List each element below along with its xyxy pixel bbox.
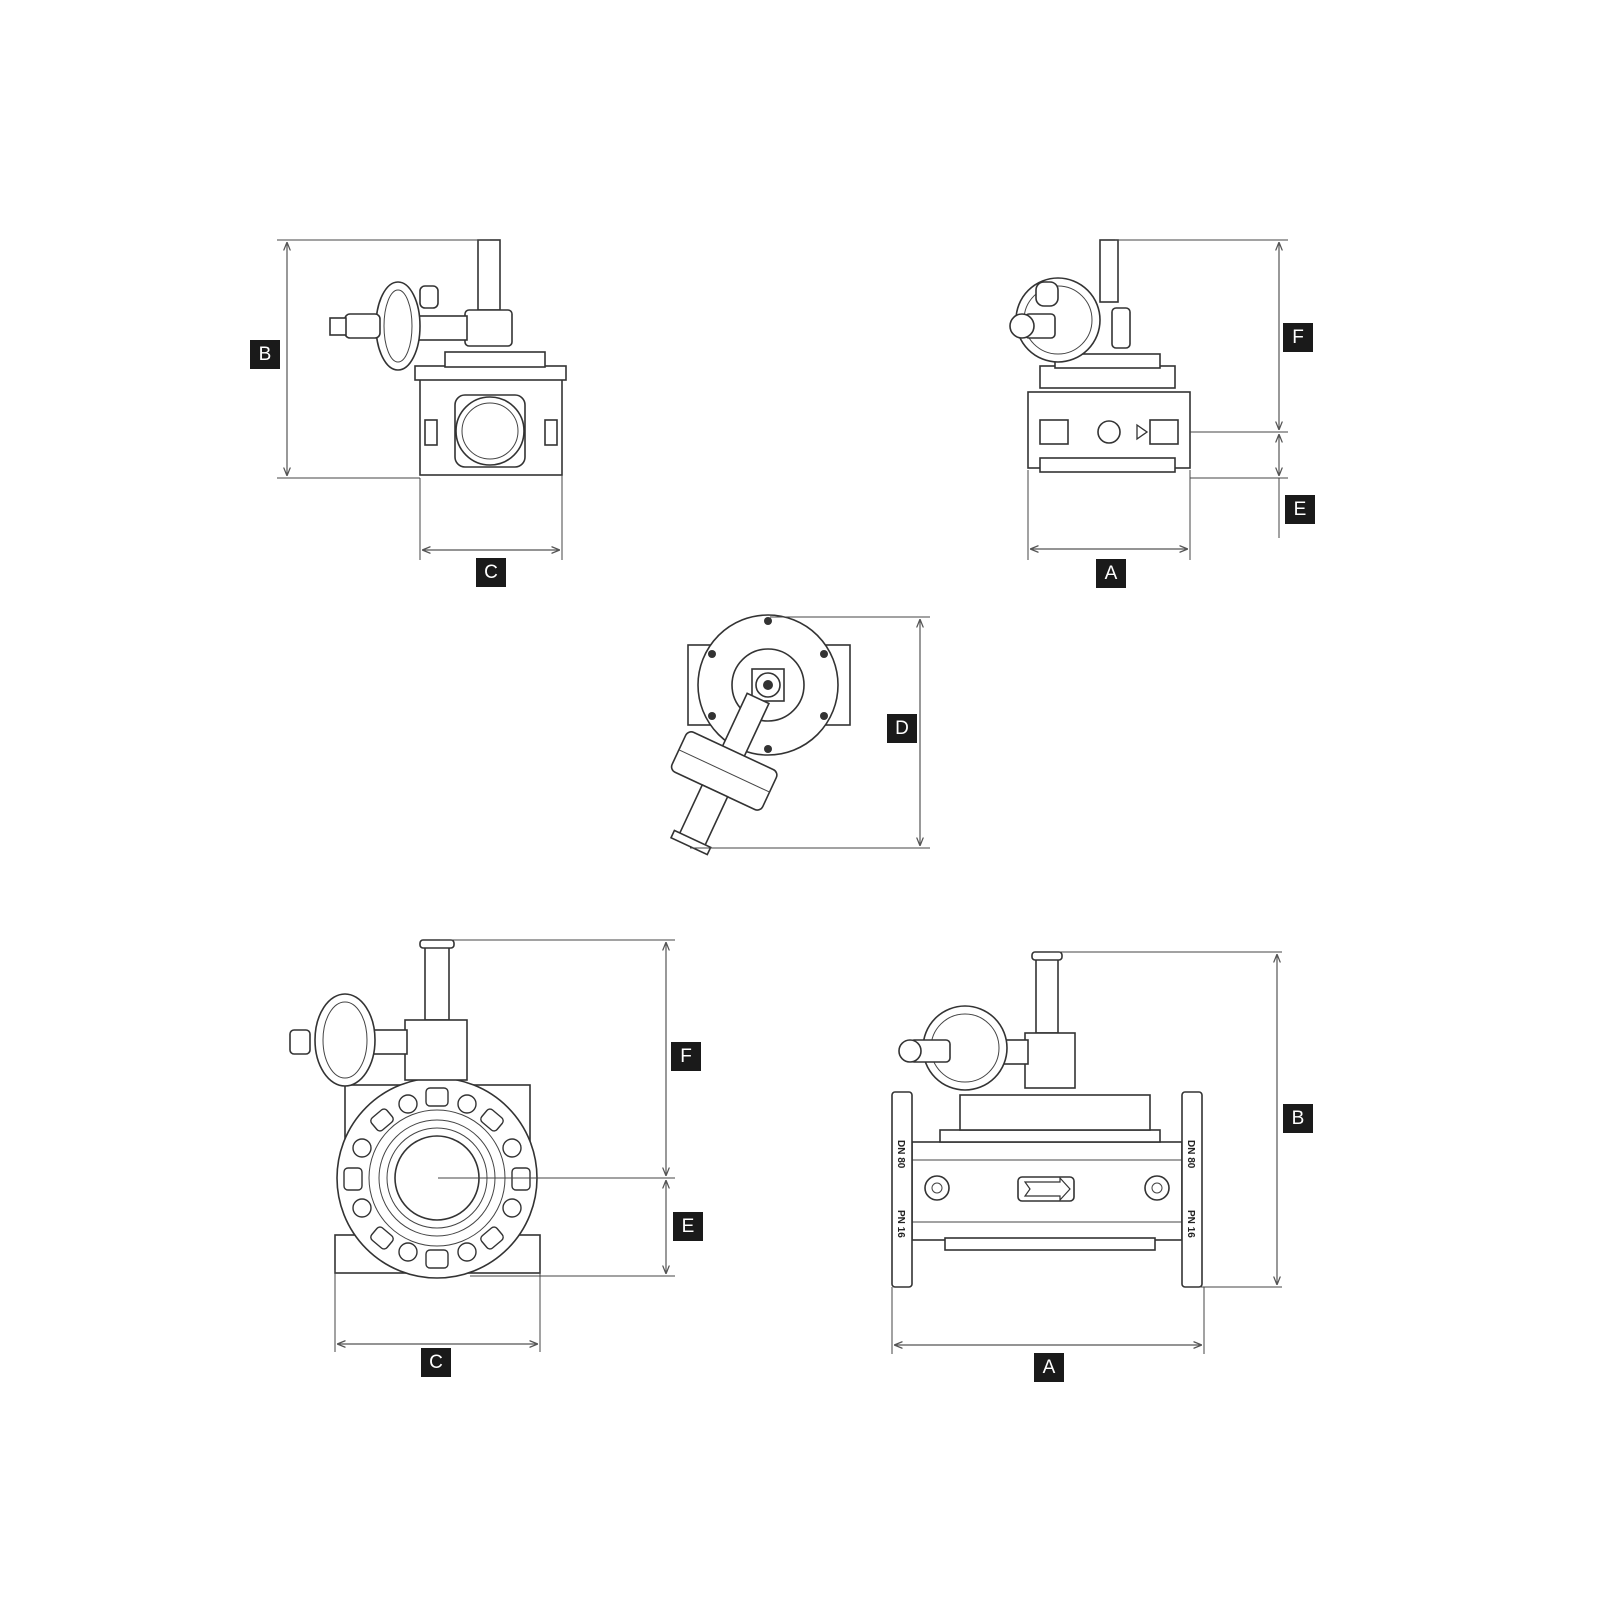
dimension-lines-bottom-right xyxy=(891,951,1282,1354)
flange-dn-right: DN 80 xyxy=(1185,1140,1196,1169)
valve-side-view-top-left xyxy=(329,239,567,476)
dimension-label-f: F xyxy=(671,1042,701,1071)
dimension-label-e: E xyxy=(1285,495,1315,524)
flange-dn-left: DN 80 xyxy=(895,1140,906,1169)
dimension-label-d: D xyxy=(887,714,917,743)
dimension-label-a: A xyxy=(1096,559,1126,588)
flange-pn-right: PN 16 xyxy=(1185,1210,1196,1238)
flow-arrow-icon xyxy=(1136,423,1149,441)
valve-front-view-top-right xyxy=(1009,239,1191,473)
dimension-lines-middle xyxy=(690,616,930,849)
dimension-label-c: C xyxy=(421,1348,451,1377)
dimension-label-a: A xyxy=(1034,1353,1064,1382)
flanged-valve-front-view-bottom-right: DN 80 PN 16 DN 80 PN 16 xyxy=(891,951,1203,1288)
dimension-label-f: F xyxy=(1283,323,1313,352)
dimension-label-b: B xyxy=(250,340,280,369)
dimension-label-e: E xyxy=(673,1212,703,1241)
dimension-lines-top-left xyxy=(277,239,563,560)
flanged-valve-side-view-bottom-left xyxy=(289,939,541,1279)
flow-arrow-icon xyxy=(1023,1176,1071,1202)
dimension-lines-top-right xyxy=(1027,239,1288,560)
dimension-label-c: C xyxy=(476,558,506,587)
flange-pn-left: PN 16 xyxy=(895,1210,906,1238)
dimension-lines-bottom-left xyxy=(334,939,675,1352)
valve-top-view-middle xyxy=(669,614,851,856)
dimension-label-b: B xyxy=(1283,1104,1313,1133)
